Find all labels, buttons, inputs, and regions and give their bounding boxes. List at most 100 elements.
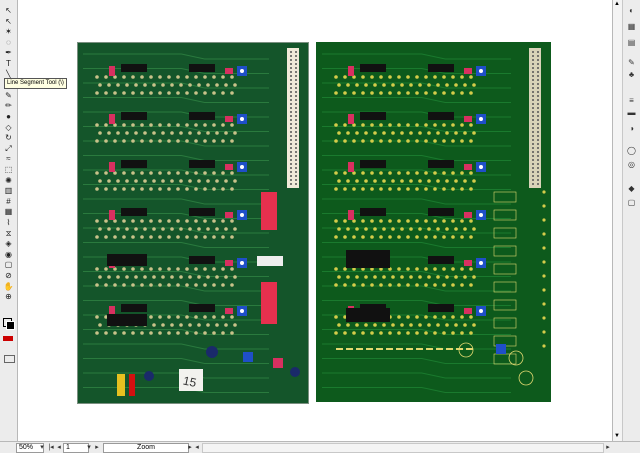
horizontal-scrollbar[interactable] [202, 443, 604, 453]
pcb-pad [382, 323, 386, 327]
eraser-tool-icon[interactable]: ◇ [5, 122, 12, 132]
header-pin [295, 99, 297, 101]
previous-artboard-icon[interactable]: ◂ [57, 444, 61, 451]
pcb-pad [194, 331, 198, 335]
screen-mode-icon[interactable] [4, 355, 15, 363]
scroll-down-arrow-icon[interactable]: ▼ [614, 433, 620, 439]
free-transform-tool-icon[interactable]: ⬚ [4, 165, 13, 174]
blend-tool-icon[interactable]: ⧖ [5, 228, 12, 238]
pcb-pad [472, 323, 476, 327]
status-mode-field[interactable]: Zoom [103, 443, 189, 453]
scroll-right-arrow-icon[interactable]: ▸ [606, 444, 610, 451]
pcb-pad [140, 187, 144, 191]
pcb-pad [415, 283, 419, 287]
pcb-pad [224, 323, 228, 327]
header-pin [290, 163, 292, 165]
pcb-layout-artboard[interactable] [316, 42, 551, 402]
pcb-pad [212, 331, 216, 335]
pcb-pad [361, 123, 365, 127]
pcb-pad [197, 179, 201, 183]
warp-tool-icon[interactable]: ≈ [6, 154, 11, 164]
document-canvas[interactable]: 15 [18, 0, 612, 442]
live-paint-bucket-tool-icon[interactable]: ◈ [5, 239, 12, 249]
pcb-pad [445, 323, 449, 327]
direct-selection-tool-icon[interactable]: ↖ [5, 16, 12, 26]
status-menu-icon[interactable]: ▸ [188, 444, 192, 451]
swatches-panel-icon[interactable]: ▤ [627, 38, 636, 47]
type-tool-icon[interactable]: T [6, 59, 11, 68]
pcb-pad [167, 331, 171, 335]
resistor [225, 260, 233, 266]
pcb-trace [322, 387, 511, 393]
selection-tool-icon[interactable]: ↖ [5, 6, 12, 15]
blob-brush-tool-icon[interactable]: ● [6, 112, 11, 121]
pen-tool-icon[interactable]: ✒ [5, 48, 12, 58]
symbols-panel-icon[interactable]: ♣ [628, 70, 635, 79]
artboard-tool-icon[interactable]: ▢ [4, 260, 13, 270]
pcb-pad [215, 131, 219, 135]
pcb-pad [334, 219, 338, 223]
scroll-up-arrow-icon[interactable]: ▲ [614, 1, 620, 7]
artboard-dropdown-icon[interactable]: ▾ [87, 444, 91, 451]
pcb-trace [322, 242, 511, 248]
pcb-pad [167, 283, 171, 287]
next-artboard-icon[interactable]: ▸ [95, 444, 99, 451]
color-panel-icon[interactable]: ◐ [629, 6, 634, 15]
pcb-pad [230, 187, 234, 191]
lasso-tool-icon[interactable]: ◌ [6, 37, 11, 47]
live-paint-selection-tool-icon[interactable]: ◉ [5, 249, 12, 259]
appearance-panel-icon[interactable]: ◯ [627, 146, 636, 155]
line-segment-tool-icon[interactable]: ╲ [6, 69, 11, 79]
graphic-styles-panel-icon[interactable]: ◎ [628, 160, 635, 169]
pcb-photo-artboard[interactable]: 15 [76, 41, 310, 405]
pencil-tool-icon[interactable]: ✏ [5, 101, 12, 111]
brushes-panel-icon[interactable]: ✎ [628, 58, 635, 67]
rotate-tool-icon[interactable]: ↻ [5, 133, 12, 143]
column-graph-tool-icon[interactable]: ▥ [4, 186, 13, 196]
pcb-pad [140, 235, 144, 239]
color-guide-panel-icon[interactable]: ▦ [627, 22, 636, 31]
magic-wand-tool-icon[interactable]: ✶ [5, 27, 12, 37]
header-pin [290, 139, 292, 141]
header-pin [537, 107, 539, 109]
artboards-panel-icon[interactable]: ▢ [627, 198, 636, 207]
pcb-pad [436, 227, 440, 231]
gradient-panel-icon[interactable]: ▬ [627, 108, 636, 117]
pcb-pad [167, 235, 171, 239]
stroke-swatch[interactable] [6, 321, 15, 330]
pcb-pad [206, 179, 210, 183]
pcb-pad [125, 275, 129, 279]
paintbrush-tool-icon[interactable]: ✎ [5, 90, 12, 100]
vertical-scrollbar[interactable]: ▲ ▼ [613, 0, 623, 442]
header-pin [537, 51, 539, 53]
scale-tool-icon[interactable]: ⤢ [5, 143, 12, 153]
pcb-pad [233, 83, 237, 87]
header-pin [532, 75, 534, 77]
pcb-pad [176, 187, 180, 191]
zoom-dropdown-icon[interactable]: ▾ [40, 444, 44, 451]
layers-panel-icon[interactable]: ◆ [628, 184, 635, 193]
transparency-panel-icon[interactable]: ◑ [629, 124, 634, 133]
pcb-pad [463, 131, 467, 135]
pcb-pad [167, 219, 171, 223]
header-pin [537, 119, 539, 121]
pcb-pad [343, 283, 347, 287]
stroke-panel-icon[interactable]: ≡ [629, 96, 634, 105]
zoom-tool-icon[interactable]: ⊕ [5, 292, 12, 302]
gradient-tool-icon[interactable]: ▦ [4, 207, 13, 217]
pcb-pad [95, 235, 99, 239]
pcb-pad [194, 139, 198, 143]
hand-tool-icon[interactable]: ✋ [3, 281, 14, 291]
pcb-pad [406, 219, 410, 223]
slice-tool-icon[interactable]: ⊘ [5, 271, 12, 280]
ic-socket-white [257, 256, 283, 266]
pcb-pad [337, 227, 341, 231]
mesh-tool-icon[interactable]: # [6, 196, 11, 206]
drawing-mode-icon[interactable] [3, 336, 13, 341]
header-pin [537, 87, 539, 89]
eyedropper-tool-icon[interactable]: ⌇ [6, 218, 11, 227]
scroll-left-arrow-icon[interactable]: ◂ [195, 444, 199, 451]
pcb-pad [107, 131, 111, 135]
first-artboard-icon[interactable]: |◂ [48, 444, 54, 451]
symbol-sprayer-tool-icon[interactable]: ✺ [5, 175, 12, 185]
